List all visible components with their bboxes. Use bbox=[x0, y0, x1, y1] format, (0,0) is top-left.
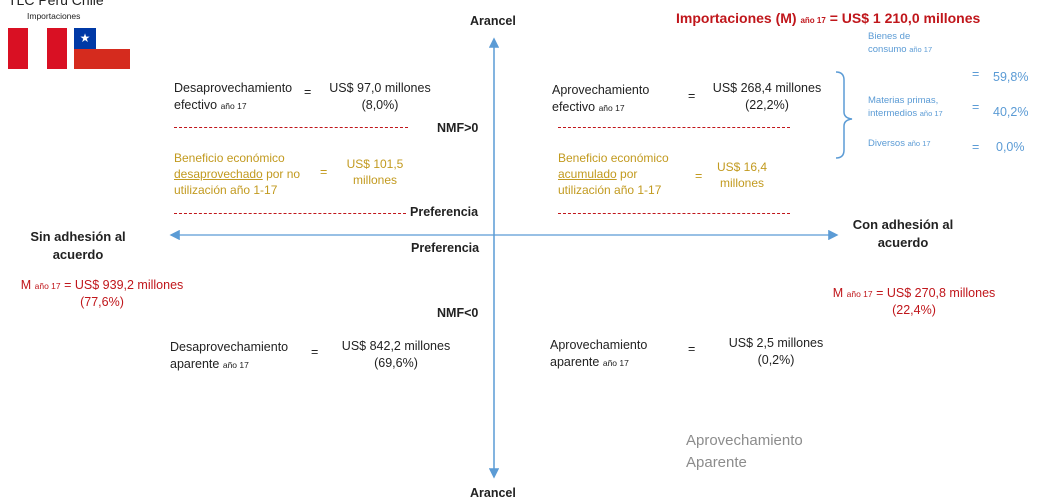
quadrant-bottom-right-label: Aprovechamiento aparente año 17 bbox=[550, 338, 648, 369]
divider-line bbox=[174, 127, 408, 128]
header-title: TLC Perú Chile bbox=[8, 0, 104, 8]
benefit-right-value: US$ 16,4 millones bbox=[716, 160, 768, 191]
quadrant-bottom-right-eq: = bbox=[688, 342, 696, 356]
quadrant-bottom-left-eq: = bbox=[311, 345, 319, 359]
right-axis-label: Con adhesión al acuerdo bbox=[852, 217, 954, 250]
breakdown-consumo-label: Bienes de consumo año 17 bbox=[868, 31, 933, 55]
breakdown-bracket bbox=[835, 71, 853, 159]
divider-line bbox=[558, 213, 790, 214]
arancel-bottom-label: Arancel bbox=[470, 486, 516, 500]
quadrant-top-right-value: US$ 268,4 millones (22,2%) bbox=[712, 81, 822, 112]
left-axis-label: Sin adhesión al acuerdo bbox=[30, 229, 126, 262]
right-summary: M año 17 = US$ 270,8 millones (22,4%) bbox=[832, 286, 996, 317]
breakdown-diversos-eq: = bbox=[972, 140, 980, 154]
left-summary: M año 17 = US$ 939,2 millones (77,6%) bbox=[20, 278, 184, 309]
arancel-top-label: Arancel bbox=[470, 14, 516, 28]
breakdown-diversos-pct: 0,0% bbox=[996, 140, 1025, 154]
header-subtitle: Importaciones bbox=[27, 11, 81, 21]
total-imports: Importaciones (M) año 17 = US$ 1 210,0 m… bbox=[676, 10, 981, 26]
benefit-left-text: Beneficio económico desaprovechado por n… bbox=[174, 151, 301, 198]
peru-flag-icon bbox=[8, 28, 67, 69]
nmf-negative-label: NMF<0 bbox=[437, 306, 479, 320]
quadrant-top-left-value: US$ 97,0 millones (8,0%) bbox=[329, 81, 431, 112]
breakdown-materias-pct: 40,2% bbox=[993, 105, 1029, 119]
preferencia-upper-label: Preferencia bbox=[410, 205, 479, 219]
breakdown-diversos-label: Diversos año 17 bbox=[868, 138, 931, 149]
quadrant-bottom-left-label: Desaprovechamiento aparente año 17 bbox=[170, 340, 289, 371]
chile-flag-icon: ★ bbox=[74, 28, 130, 69]
quadrant-top-right-label: Aprovechamiento efectivo año 17 bbox=[552, 83, 650, 114]
breakdown-materias-label: Materias primas, intermedios año 17 bbox=[868, 95, 943, 119]
benefit-right-text: Beneficio económico acumulado por utiliz… bbox=[558, 151, 669, 198]
breakdown-consumo-eq: = bbox=[972, 67, 980, 81]
quadrant-bottom-right-value: US$ 2,5 millones (0,2%) bbox=[728, 336, 824, 367]
preferencia-lower-label: Preferencia bbox=[411, 241, 480, 255]
watermark-text: Aprovechamiento Aparente bbox=[686, 432, 803, 471]
quadrant-top-left-eq: = bbox=[304, 85, 312, 99]
breakdown-materias-eq: = bbox=[972, 100, 980, 114]
divider-line bbox=[558, 127, 790, 128]
nmf-positive-label: NMF>0 bbox=[437, 121, 479, 135]
breakdown-consumo-pct: 59,8% bbox=[993, 70, 1029, 84]
benefit-left-eq: = bbox=[320, 165, 328, 179]
quadrant-top-left-label: Desaprovechamiento efectivo año 17 bbox=[174, 81, 293, 112]
divider-line bbox=[174, 213, 406, 214]
benefit-right-eq: = bbox=[695, 169, 703, 183]
benefit-left-value: US$ 101,5 millones bbox=[346, 157, 404, 188]
quadrant-bottom-left-value: US$ 842,2 millones (69,6%) bbox=[341, 339, 451, 370]
quadrant-top-right-eq: = bbox=[688, 89, 696, 103]
